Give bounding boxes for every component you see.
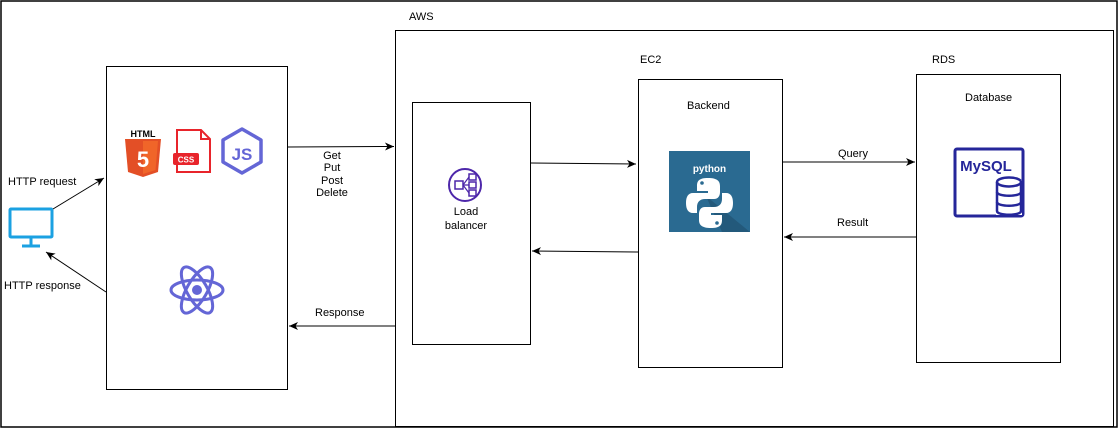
load-balancer-box: [412, 102, 531, 345]
database-label: Database: [965, 92, 1013, 104]
frontend-box: [106, 66, 288, 390]
rds-box: [916, 74, 1061, 363]
ec2-to-lb-arrow: [531, 247, 639, 256]
python-icon-text: python: [693, 164, 726, 175]
mysql-icon-text: MySQL: [960, 158, 1012, 175]
html5-icon-text: HTML: [131, 129, 156, 139]
nodejs-icon-text: JS: [232, 145, 253, 164]
react-icon: [169, 265, 225, 315]
backend-label: Backend: [687, 100, 730, 112]
method-put-label: Put: [323, 162, 341, 174]
css-file-icon-text: CSS: [178, 156, 195, 165]
monitor-icon: [8, 207, 54, 248]
css-file-icon: CSS: [173, 129, 211, 173]
response-label: Response: [315, 307, 365, 319]
http-request-label: HTTP request: [8, 176, 77, 188]
aws-label: AWS: [409, 11, 434, 23]
load-balancer-label-line2: balancer: [444, 220, 488, 232]
html5-icon-number: 5: [137, 147, 149, 172]
lb-to-ec2-arrow: [530, 159, 637, 168]
result-label: Result: [837, 217, 869, 229]
ec2-label: EC2: [640, 54, 662, 66]
python-icon: python: [669, 151, 750, 232]
rds-label: RDS: [932, 54, 956, 66]
http-request-arrow: [52, 177, 105, 210]
query-label: Query: [838, 148, 868, 160]
method-post-label: Post: [320, 175, 343, 187]
nodejs-icon: JS: [221, 127, 263, 175]
http-response-arrow: [45, 251, 107, 293]
request-to-aws-arrow: [287, 142, 395, 151]
mysql-database-icon: MySQL: [953, 147, 1025, 218]
method-delete-label: Delete: [316, 187, 348, 199]
method-get-label: Get: [323, 150, 341, 162]
load-balancer-icon: [448, 168, 482, 202]
html5-icon: HTML 5: [125, 129, 161, 177]
http-response-label: HTTP response: [4, 280, 81, 292]
load-balancer-label-line1: Load: [453, 206, 479, 218]
